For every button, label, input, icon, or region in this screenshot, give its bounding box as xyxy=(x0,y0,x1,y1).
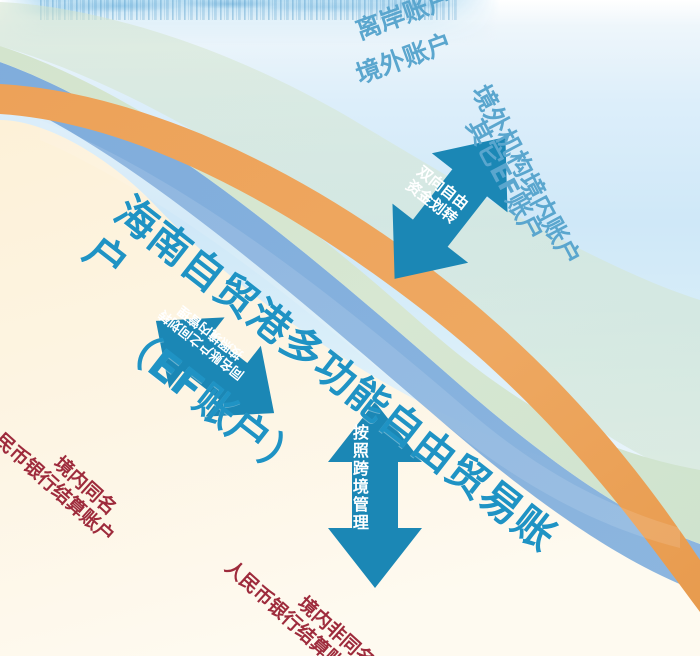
label-cross-border-management: 按照跨境管理 xyxy=(349,424,369,532)
bidirectional-capital-arrow xyxy=(350,118,550,298)
lens-sheen xyxy=(40,120,680,548)
cream-region xyxy=(0,120,700,656)
blue-band xyxy=(0,62,700,592)
green-lens-region xyxy=(0,46,700,544)
water-speckle-strip xyxy=(40,0,460,20)
arrow-shape-double-vertical xyxy=(392,137,508,279)
arrow-shape-double-diagonal xyxy=(155,317,275,417)
arrow-shape-double-vertical-2 xyxy=(328,402,422,588)
same-name-transfer-arrow xyxy=(120,292,310,442)
cross-border-management-arrow xyxy=(300,400,450,590)
